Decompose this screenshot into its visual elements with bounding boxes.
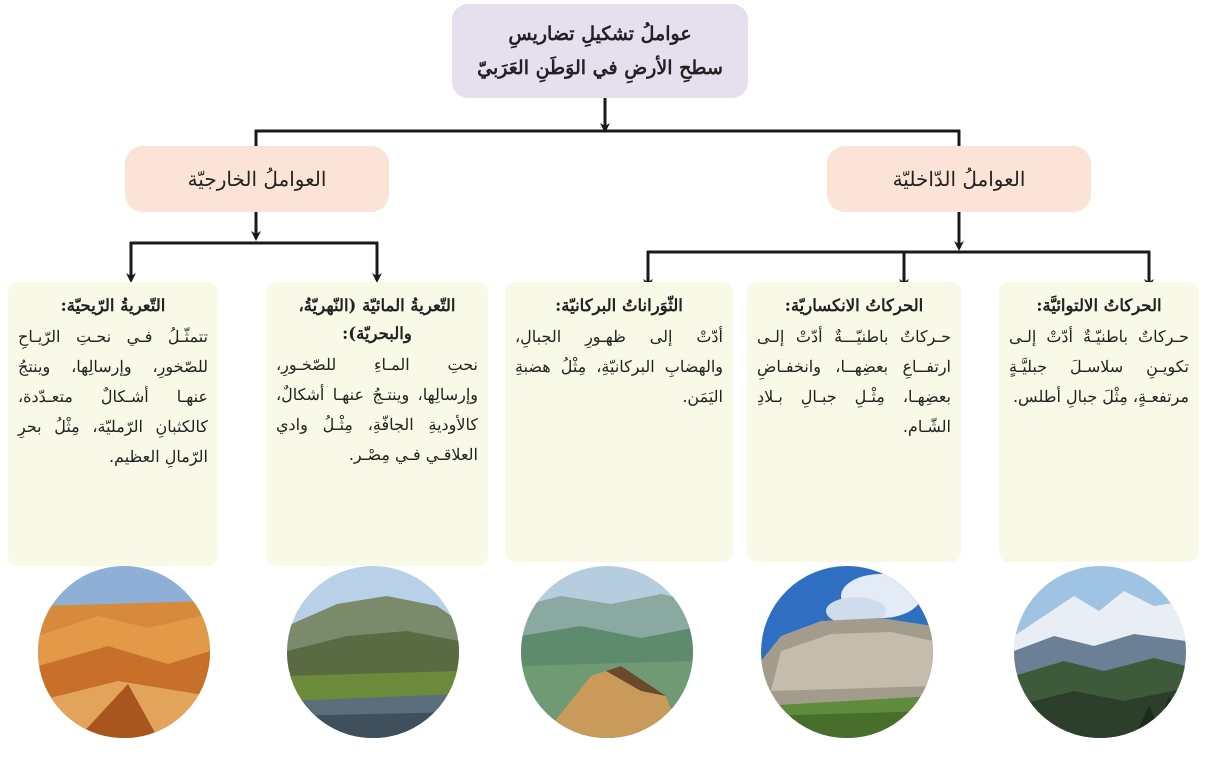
root-title-line-1: عواملُ تشكيلِ تضاريسِ: [508, 23, 692, 45]
internal-factors-node: العواملُ الدّاخليّة: [827, 146, 1091, 212]
faulting-movements-text: حـركاتٌ باطنيّـــةٌ أدّتْ إلـى ارتفــاعِ…: [757, 327, 951, 436]
wadi-river-photo: [287, 566, 459, 738]
folding-movements-text: حـركاتٌ باطنيّـةٌ أدّتْ إلـى تكويـنِ سلا…: [1009, 327, 1189, 406]
atlas-mountains-photo: [1014, 566, 1186, 738]
root-title-line-2: سطحِ الأرضِ في الوَطَنِ العَرَبيّ: [477, 57, 723, 79]
faulting-movements-card: الحركاتُ الانكساريّة: حـركاتٌ باطنيّـــة…: [747, 282, 961, 562]
sand-dunes-photo: [38, 566, 210, 738]
folding-movements-title: الحركاتُ الالتوائيَّة:: [1036, 296, 1162, 315]
water-erosion-text: نحتِ المـاءِ للصّخـورِ، وإرسالِها، وينتـ…: [276, 355, 478, 464]
faulting-movements-title: الحركاتُ الانكساريّة:: [784, 296, 924, 315]
yemen-plateau-photo: [521, 566, 693, 738]
external-factors-node: العواملُ الخارجيّة: [125, 146, 389, 212]
water-erosion-title: التّعريةُ المائيّة (النّهريّةُ، والبحريّ…: [298, 296, 456, 343]
external-factors-label: العواملُ الخارجيّة: [187, 167, 327, 191]
internal-factors-label: العواملُ الدّاخليّة: [892, 167, 1026, 191]
volcanic-eruptions-title: الثّوَراناتُ البركانيّة:: [555, 296, 683, 315]
volcanic-eruptions-text: أدّتْ إلى ظهـورِ الجبالِ، والهضابِ البرك…: [515, 327, 723, 406]
levant-mountains-photo: [761, 566, 933, 738]
volcanic-eruptions-card: الثّوَراناتُ البركانيّة: أدّتْ إلى ظهـور…: [505, 282, 733, 562]
wind-erosion-card: التّعريةُ الرّيحيّة: تتمثّـلُ فـي نحـتِ …: [8, 282, 218, 566]
folding-movements-card: الحركاتُ الالتوائيَّة: حـركاتٌ باطنيّـةٌ…: [999, 282, 1199, 562]
diagram-root-node: عواملُ تشكيلِ تضاريسِ سطحِ الأرضِ في الو…: [452, 4, 748, 98]
water-erosion-card: التّعريةُ المائيّة (النّهريّةُ، والبحريّ…: [266, 282, 488, 566]
wind-erosion-text: تتمثّـلُ فـي نحـتِ الرّيـاحِ للصّخورِ، و…: [18, 327, 208, 466]
wind-erosion-title: التّعريةُ الرّيحيّة:: [60, 296, 166, 315]
